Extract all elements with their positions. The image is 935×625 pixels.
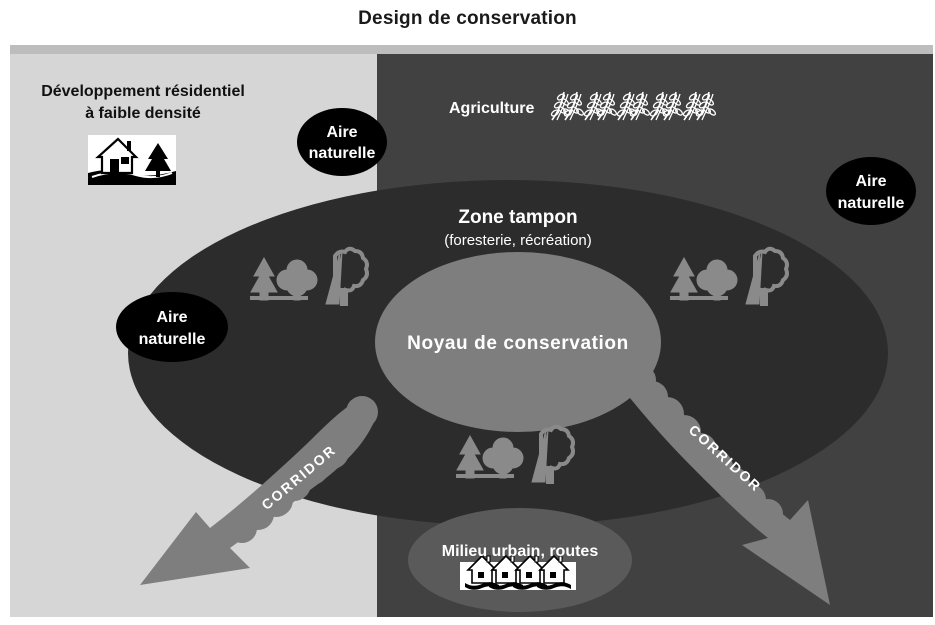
buffer-zone-title: Zone tampon bbox=[458, 207, 577, 228]
natural-area-right-line1: Aire bbox=[855, 173, 886, 190]
conservation-core bbox=[375, 252, 661, 432]
natural-area-top-line2: naturelle bbox=[309, 145, 376, 162]
buffer-zone-subtitle: (foresterie, récréation) bbox=[444, 232, 592, 249]
natural-area-left-line1: Aire bbox=[156, 309, 187, 326]
tree-icons-bottom bbox=[456, 424, 575, 484]
urban-houses-icon bbox=[460, 555, 576, 591]
natural-area-left bbox=[116, 292, 228, 362]
residential-label-line1: Développement résidentiel bbox=[41, 83, 245, 100]
residential-label-line2: à faible densité bbox=[85, 105, 201, 122]
corridor-left bbox=[140, 396, 378, 585]
urban-area bbox=[408, 508, 632, 612]
top-bar bbox=[10, 45, 933, 54]
diagram-title: Design de conservation bbox=[358, 8, 577, 29]
core-label: Noyau de conservation bbox=[407, 333, 629, 354]
urban-label: Milieu urbain, routes bbox=[442, 543, 599, 560]
residential-icon bbox=[88, 135, 176, 185]
corridor-right bbox=[626, 365, 830, 605]
natural-area-left-line2: naturelle bbox=[139, 331, 206, 348]
tree-icons-left bbox=[250, 246, 369, 306]
natural-area-top bbox=[297, 108, 387, 176]
agriculture-label: Agriculture bbox=[449, 100, 534, 117]
natural-area-right-line2: naturelle bbox=[838, 195, 905, 212]
natural-area-right bbox=[826, 157, 916, 225]
natural-area-top-line1: Aire bbox=[326, 124, 357, 141]
tree-icons-right bbox=[670, 246, 789, 306]
